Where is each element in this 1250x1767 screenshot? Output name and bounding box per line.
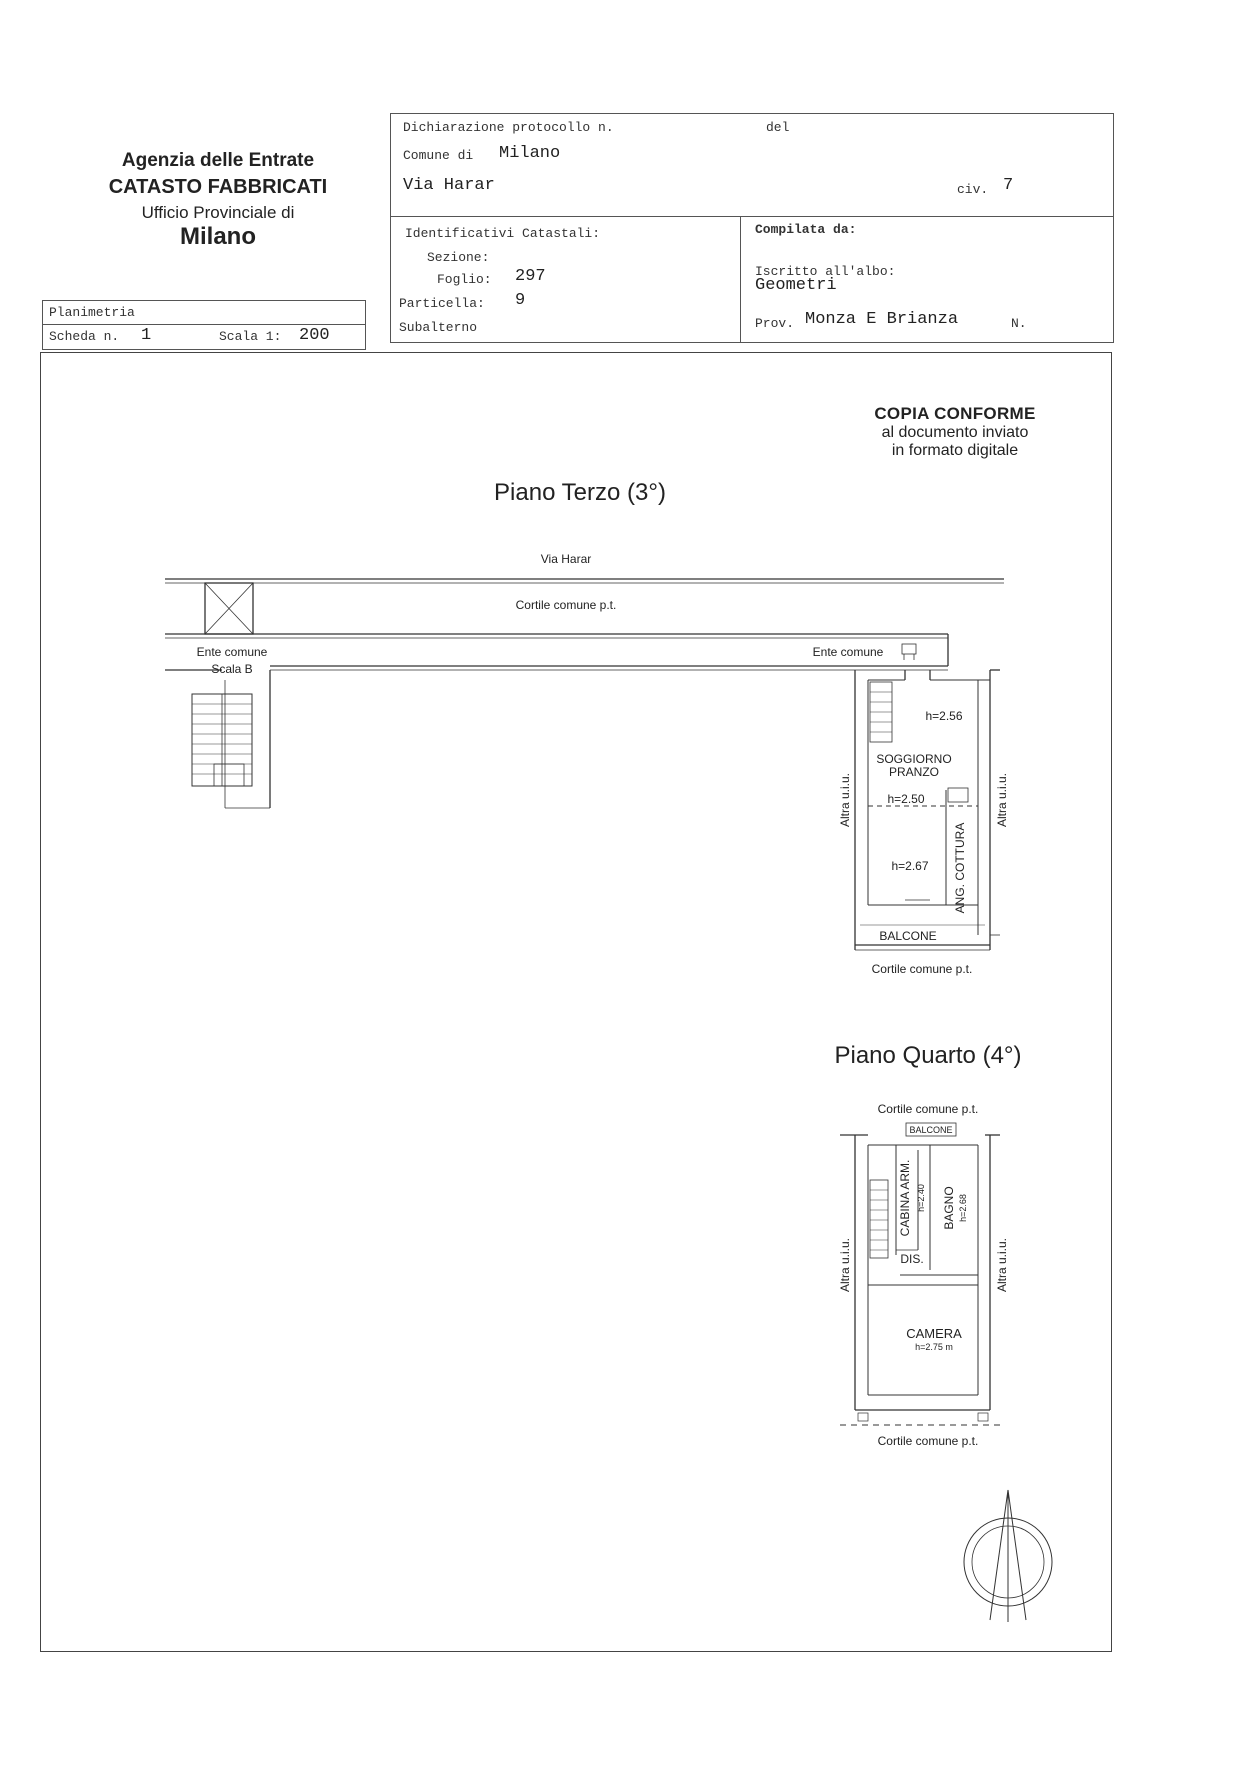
- agency-office: Ufficio Provinciale di: [141, 203, 295, 222]
- plan3-ente-left: Ente comune: [197, 645, 268, 659]
- plan3-courtyard-bottom: Cortile comune p.t.: [872, 962, 973, 976]
- compiler-title: Compilata da:: [755, 222, 857, 237]
- plan3-room1a: SOGGIORNO: [876, 752, 951, 766]
- scheda-label: Scheda n.: [49, 329, 120, 344]
- particella-label: Particella:: [399, 296, 485, 311]
- agency-name: Agenzia delle Entrate: [121, 150, 315, 171]
- plan3-other-right: Altra u.i.u.: [995, 773, 1009, 827]
- declaration-box: Dichiarazione protocollo n. del Comune d…: [390, 113, 1114, 343]
- plan4-cabina-h: h=2.40: [916, 1184, 926, 1212]
- north-arrow-icon: [963, 1489, 1053, 1622]
- albo-label: Iscritto all'albo:: [755, 264, 896, 279]
- prov-value: Monza E Brianza: [805, 310, 959, 329]
- plan3-kitchen: ANG. COTTURA: [953, 823, 967, 914]
- planimetria-box: Planimetria Scheda n. 1 Scala 1: 200: [42, 300, 366, 350]
- n-label: N.: [1011, 316, 1027, 331]
- plan3-courtyard-top: Cortile comune p.t.: [516, 598, 617, 612]
- plan4-cabina: CABINA ARM.: [898, 1160, 912, 1237]
- plan4-bagno-h: h=2.68: [958, 1194, 968, 1222]
- plan3-balcony: BALCONE: [879, 929, 936, 943]
- plan3-title: Piano Terzo (3°): [494, 479, 666, 506]
- plan3-ente-right: Ente comune: [813, 645, 884, 659]
- plan3-room1b: PRANZO: [889, 765, 939, 779]
- plan4-title: Piano Quarto (4°): [834, 1042, 1021, 1069]
- foglio-value: 297: [515, 267, 546, 286]
- prov-label: Prov.: [755, 316, 795, 331]
- scheda-value: 1: [141, 326, 152, 345]
- plan3-h3: h=2.67: [891, 859, 928, 873]
- civ-value: 7: [1003, 176, 1014, 195]
- stamp-line3: in formato digitale: [891, 442, 1019, 459]
- plan3-other-left: Altra u.i.u.: [838, 773, 852, 827]
- agency-city: Milano: [180, 223, 256, 250]
- civ-label: civ.: [957, 182, 989, 197]
- protocol-label: Dichiarazione protocollo n.: [403, 120, 614, 135]
- subalterno-label: Subalterno: [399, 320, 478, 335]
- planimetria-title: Planimetria: [49, 305, 135, 320]
- plan4-bagno: BAGNO: [942, 1186, 956, 1229]
- stair-4: [869, 1179, 889, 1259]
- plan4-other-left: Altra u.i.u.: [838, 1238, 852, 1292]
- comune-label: Comune di: [403, 148, 474, 163]
- particella-value: 9: [515, 291, 526, 310]
- agency-block: Agenzia delle Entrate CATASTO FABBRICATI…: [78, 150, 358, 251]
- plan4-camera-h: h=2.75 m: [915, 1342, 953, 1352]
- stamp-line2: al documento inviato: [881, 424, 1029, 441]
- street-name: Via Harar: [403, 176, 495, 195]
- plan4-balcony: BALCONE: [909, 1125, 952, 1135]
- copy-stamp: COPIA CONFORME al documento inviato in f…: [840, 404, 1070, 460]
- balcony-4: [905, 1122, 957, 1137]
- plan4-other-right: Altra u.i.u.: [995, 1238, 1009, 1292]
- sezione-label: Sezione:: [427, 250, 490, 265]
- plan3-h2: h=2.50: [887, 792, 924, 806]
- plan4-dis: DIS.: [900, 1252, 923, 1266]
- agency-catasto: CATASTO FABBRICATI: [108, 176, 328, 198]
- stamp-line1: COPIA CONFORME: [874, 404, 1036, 423]
- plan4-courtyard-top: Cortile comune p.t.: [878, 1102, 979, 1116]
- del-label: del: [766, 120, 790, 135]
- plan4-camera: CAMERA: [906, 1326, 962, 1341]
- comune-value: Milano: [499, 144, 561, 163]
- foglio-label: Foglio:: [437, 272, 492, 287]
- plan3-scala-b: Scala B: [211, 662, 252, 676]
- plan4-courtyard-bottom: Cortile comune p.t.: [878, 1434, 979, 1448]
- albo-value: Geometri: [755, 276, 837, 295]
- scala-value: 200: [299, 326, 330, 345]
- drawing-frame: [40, 352, 1112, 1652]
- identifiers-title: Identificativi Catastali:: [405, 226, 601, 241]
- scala-label: Scala 1:: [219, 329, 282, 344]
- plan3-street: Via Harar: [541, 552, 591, 566]
- plan3-h1: h=2.56: [925, 709, 962, 723]
- elevator-shaft: [204, 582, 254, 635]
